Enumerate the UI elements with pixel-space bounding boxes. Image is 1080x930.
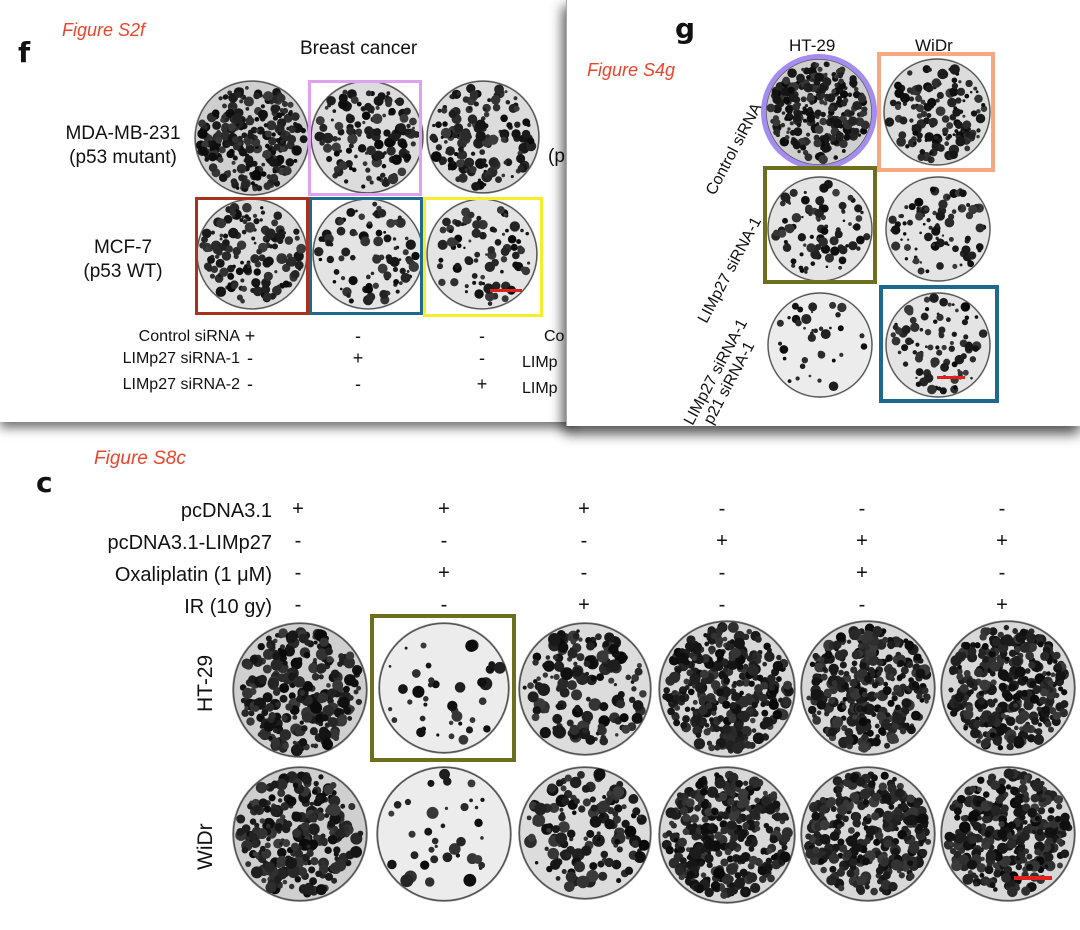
row-label-ht29: HT-29 [194,654,217,712]
colony-dish [232,622,368,758]
sign: - [294,562,302,584]
panel-letter-g: g [675,12,696,45]
sign: + [996,594,1008,616]
colony-dish [800,620,936,756]
sign: - [479,326,485,346]
panel-f: f Figure S2f Breast cancer MDA-MB-231(p5… [0,0,574,422]
sign: + [578,498,590,520]
highlight-box-salmon [877,52,995,172]
highlight-box-olive [370,614,516,762]
colony-dish [310,80,424,194]
colony-dish [940,766,1076,902]
condition-label: LIMp27 siRNA-2 [122,376,240,393]
sign: - [998,562,1006,584]
colony-dish [376,766,512,902]
header-breast-cancer: Breast cancer [300,38,418,59]
condition-label: Oxaliplatin (1 μM) [114,564,272,586]
sign: - [294,594,302,616]
sign: + [352,348,364,368]
colony-dish [426,198,538,310]
sign: + [578,594,590,616]
figure-tag-s2f: Figure S2f [62,20,146,40]
sign: - [718,498,726,520]
colony-dish [658,766,796,904]
highlight-box-teal [309,197,423,315]
scale-bar [1014,876,1052,880]
truncated-label: LIMp [522,380,558,397]
highlight-box-pink [308,80,422,196]
sign: - [440,594,448,616]
sign: + [716,530,728,552]
condition-label: pcDNA3.1-LIMp27 [107,532,272,554]
colony-dish [883,58,991,166]
colony-dish [767,292,873,398]
colony-dish [518,766,652,900]
sign: - [355,326,361,346]
colony-dish [378,622,510,754]
sign: - [998,498,1006,520]
colony-dish [658,620,796,758]
colony-dish [518,622,652,756]
sign: - [858,594,866,616]
condition-label: Control siRNA [138,328,240,345]
highlight-circle-purple [761,54,877,170]
colony-dish [767,176,873,282]
sign: - [440,530,448,552]
colony-dish [194,80,310,196]
row-label-mcf7: MCF-7(p53 WT) [83,237,163,282]
sign: + [856,562,868,584]
colony-dish [232,766,368,902]
sign: - [580,530,588,552]
colony-dish [940,620,1076,756]
sign: + [292,498,304,520]
row-label-mda: MDA-MB-231(p53 mutant) [65,123,181,168]
scale-bar [937,376,965,379]
truncated-label-p: (p [548,146,565,167]
sign: + [476,374,488,394]
sign: - [247,374,253,394]
truncated-label: LIMp [522,354,558,371]
sign: - [355,374,361,394]
sign: - [858,498,866,520]
colony-dish [800,766,936,902]
sign: + [438,498,450,520]
sign: - [718,594,726,616]
panel-letter-f: f [18,36,31,69]
row-label-widr: WiDr [194,823,217,870]
colony-dish [426,80,540,194]
condition-label: pcDNA3.1 [180,500,272,522]
sign: - [718,562,726,584]
panel-letter-c: c [36,466,53,499]
highlight-box-yellow [423,197,543,317]
sign: - [247,348,253,368]
sign: + [244,326,256,346]
column-label-ht29: HT-29 [789,36,836,55]
sign: - [294,530,302,552]
sign: + [438,562,450,584]
truncated-label: Co [544,328,565,345]
colony-dish [885,176,991,282]
sign: - [580,562,588,584]
highlight-box-olive [763,166,877,284]
highlight-box-teal [879,285,999,403]
scale-bar [490,289,522,292]
panel-g: g Figure S4g HT-29 WiDr Control siRNA LI… [566,0,1080,426]
colony-dish [885,292,991,398]
condition-label: LIMp27 siRNA-1 [122,350,240,367]
sign: + [996,530,1008,552]
figure-tag-s8c: Figure S8c [94,448,186,469]
column-label-widr: WiDr [915,36,953,55]
sign: - [479,348,485,368]
row-label-control: Control siRNA [703,100,766,198]
highlight-box-darkred [195,197,309,315]
sign: + [856,530,868,552]
row-label-limp27: LIMp27 siRNA-1 [695,214,766,326]
condition-label: IR (10 gy) [184,596,272,618]
figure-tag-s4g: Figure S4g [587,60,676,80]
